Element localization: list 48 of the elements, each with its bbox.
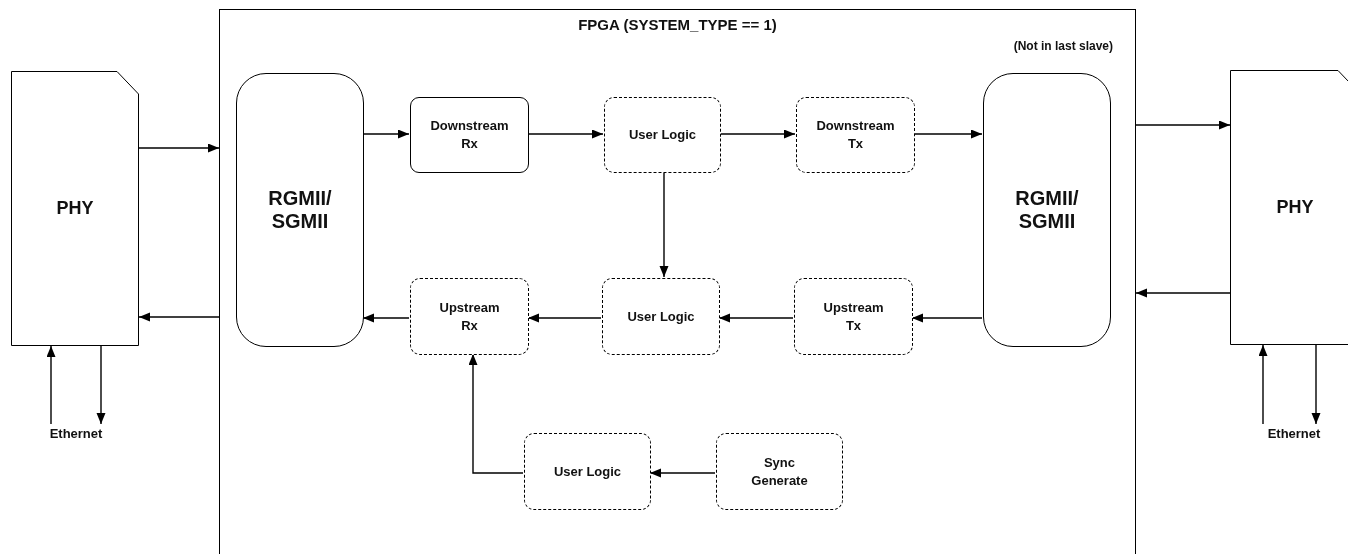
arrow (1135, 120, 1231, 130)
phy-block (1230, 70, 1348, 345)
port-label: Ethernet (49, 425, 103, 441)
arrow (913, 129, 983, 139)
optional-process-box (410, 278, 529, 355)
frame-title: FPGA (SYSTEM_TYPE == 1) (577, 16, 778, 33)
arrow (138, 143, 220, 153)
arrow (468, 353, 524, 474)
block-label: PHY (1276, 197, 1314, 218)
arrow (911, 313, 983, 323)
arrow (96, 345, 106, 425)
optional-process-box (604, 97, 721, 173)
arrow (659, 171, 669, 278)
arrow (719, 129, 796, 139)
interface-block (983, 73, 1111, 347)
optional-process-box (796, 97, 915, 173)
block-label: RGMII/ SGMII (267, 187, 333, 233)
process-box (410, 97, 529, 173)
arrow (1258, 344, 1268, 425)
arrow (46, 345, 56, 425)
phy-block (11, 71, 139, 346)
block-label: PHY (56, 198, 94, 219)
arrow (138, 312, 220, 322)
optional-process-box (524, 433, 651, 510)
interface-block (236, 73, 364, 347)
block-label: RGMII/ SGMII (1014, 187, 1080, 233)
block-label: User Logic (552, 462, 623, 481)
block-label: User Logic (626, 307, 696, 326)
arrow (527, 129, 604, 139)
arrow (1311, 344, 1321, 425)
port-label: Ethernet (1267, 425, 1321, 441)
optional-process-box (794, 278, 913, 355)
frame-note: (Not in last slave) (1013, 39, 1113, 53)
arrow (718, 313, 794, 323)
optional-process-box (602, 278, 720, 355)
block-label: Downstream Rx (429, 117, 510, 153)
block-label: Upstream Rx (438, 298, 501, 335)
block-label: Downstream Tx (815, 117, 896, 153)
block-label: Upstream Tx (822, 298, 885, 335)
arrow (362, 129, 410, 139)
block-label: Sync Generate (750, 453, 809, 490)
block-label: User Logic (627, 126, 698, 144)
arrow (362, 313, 410, 323)
arrow (1135, 288, 1231, 298)
arrow (649, 468, 716, 478)
fpga-frame (219, 9, 1136, 554)
optional-process-box (716, 433, 843, 510)
arrow (527, 313, 602, 323)
